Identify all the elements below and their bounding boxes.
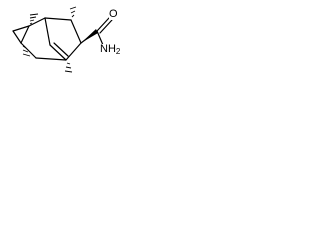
bond-upper-left — [28, 17, 46, 27]
bond-carbonyl-to-n — [96, 30, 104, 46]
amide-n-text: NH — [100, 43, 116, 55]
bond-cyclopropane-left — [12, 25, 30, 32]
stereo-hash-top-right — [69, 6, 77, 18]
structure-canvas: { "molecule": { "atoms": { "oxygen": "O"… — [0, 0, 128, 83]
oxygen-label: O — [109, 8, 118, 20]
amide-nh2-label: NH2 — [100, 43, 122, 57]
bond-top-right — [44, 17, 72, 21]
molecular-structure-diagram — [12, 6, 113, 73]
bond-carbonyl-double-a — [96, 17, 110, 32]
bond-carbonyl-double-b — [99, 19, 113, 34]
amide-subscript: 2 — [115, 47, 121, 56]
bond-right-upper — [70, 19, 82, 44]
bond-cyclopropane-base — [20, 25, 30, 44]
bond-inner-double-a — [49, 44, 67, 61]
bond-right-lower — [65, 42, 82, 61]
stereo-hash-upper-left — [29, 13, 39, 25]
bond-bottom — [35, 57, 67, 61]
bond-inner-double-b — [53, 42, 69, 57]
stereo-hash-bottom-right — [64, 62, 73, 73]
bond-cyclopropane-top — [12, 30, 22, 44]
bond-inner-vertical — [44, 17, 51, 46]
stereo-hash-lower-left — [22, 45, 31, 57]
stereo-wedge-amide — [81, 29, 98, 43]
bond-lower-left — [20, 42, 37, 59]
